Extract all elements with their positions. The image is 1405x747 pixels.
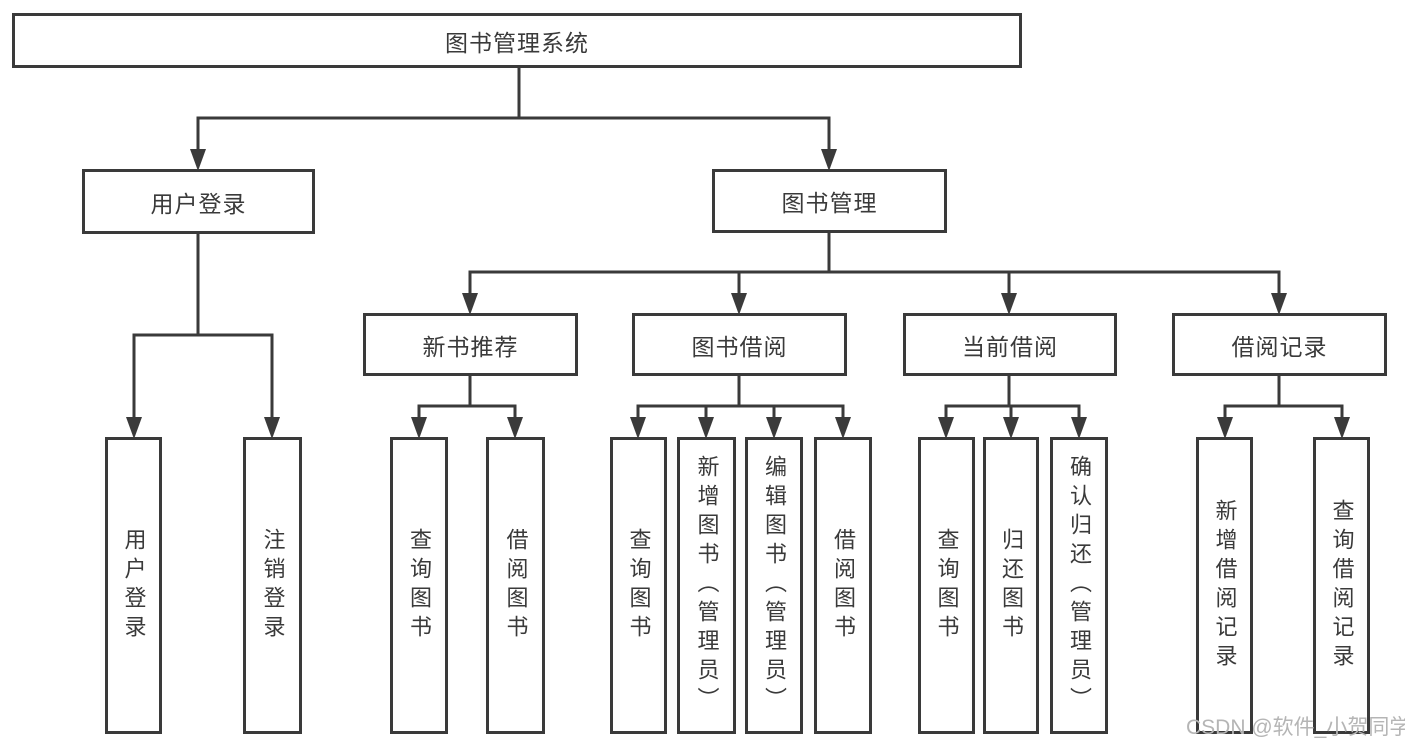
leaf-add-borrow-record: 新增借阅记录 [1196,437,1253,734]
arrowhead-down [938,417,954,439]
arrowhead-down [1217,417,1233,439]
arrowhead-down [1334,417,1350,439]
leaf-confirm-return-admin: 确认归还（管理员） [1050,437,1108,734]
arrowhead-down [821,149,837,171]
arrowhead-down [1271,293,1287,315]
node-book-management: 图书管理 [712,169,947,233]
leaf-query-books-recommend: 查询图书 [390,437,448,734]
node-borrowing-records: 借阅记录 [1172,313,1387,376]
arrowhead-down [462,293,478,315]
leaf-logout: 注销登录 [243,437,302,734]
arrowhead-down [1001,293,1017,315]
arrowhead-down [507,417,523,439]
node-book-borrowing: 图书借阅 [632,313,847,376]
arrowhead-down [766,417,782,439]
leaf-query-borrow-record: 查询借阅记录 [1313,437,1370,734]
leaf-return-books: 归还图书 [983,437,1039,734]
arrowhead-down [190,149,206,171]
leaf-add-books-admin: 新增图书（管理员） [677,437,736,734]
csdn-watermark: CSDN @软件_小贺同学 [1186,716,1405,739]
arrowhead-down [835,417,851,439]
arrowhead-down [1071,417,1087,439]
leaf-query-books-current: 查询图书 [918,437,975,734]
node-user-login: 用户登录 [82,169,315,234]
leaf-query-books-borrow: 查询图书 [610,437,667,734]
leaf-edit-books-admin: 编辑图书（管理员） [745,437,803,734]
arrowhead-down [126,417,142,439]
leaf-user-login: 用户登录 [105,437,162,734]
leaf-borrow-books-recommend: 借阅图书 [486,437,545,734]
node-library-management-system: 图书管理系统 [12,13,1022,68]
node-current-borrowing: 当前借阅 [903,313,1117,376]
arrowhead-down [630,417,646,439]
arrowhead-down [731,293,747,315]
arrowhead-down [411,417,427,439]
arrowhead-down [698,417,714,439]
arrowhead-down [1003,417,1019,439]
arrowhead-down [264,417,280,439]
node-new-book-recommendation: 新书推荐 [363,313,578,376]
leaf-borrow-books: 借阅图书 [814,437,872,734]
